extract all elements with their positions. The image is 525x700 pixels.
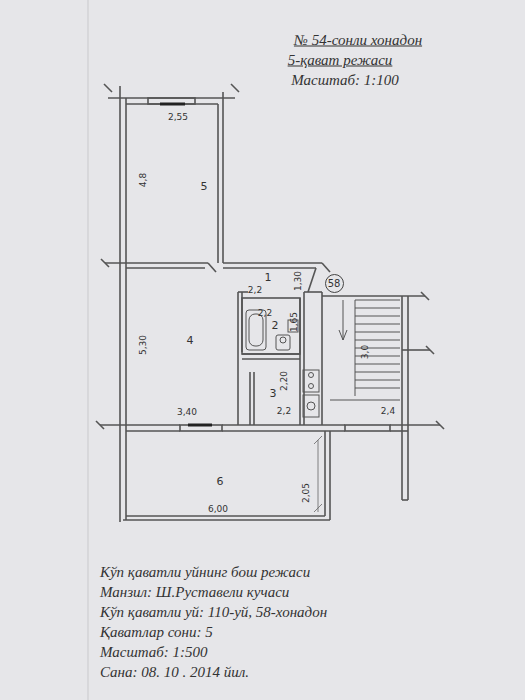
dimension: 1,65 <box>289 312 299 332</box>
document-heading: Кўп қаватли уйнинг бош режаси <box>100 564 310 581</box>
address: Манзил: Ш.Руставели кучаси <box>100 584 289 601</box>
dimension: 2,20 <box>279 371 289 391</box>
floor-label: 5-қават режаси <box>288 52 393 69</box>
stair-step <box>355 332 400 333</box>
dimension: 2,2 <box>248 285 262 295</box>
stair-step <box>355 324 400 325</box>
dimension: 5,30 <box>138 335 148 355</box>
room-number: 6 <box>217 475 224 488</box>
dimension: 4,8 <box>138 173 148 187</box>
dimension: 2,55 <box>168 112 188 122</box>
stair-step <box>355 364 400 365</box>
dimension: 2,2 <box>277 406 291 416</box>
scale-label: Масштаб: 1:500 <box>100 644 208 661</box>
stair-step <box>355 388 400 389</box>
date: Сана: 08. 10 . 2014 йил. <box>100 664 249 681</box>
building-number: Кўп қаватли уй: 110-уй, 58-хонадон <box>100 604 327 621</box>
stair-step <box>355 308 400 309</box>
stair-step <box>355 300 400 301</box>
stair-step <box>355 380 400 381</box>
scale-label: Масштаб: 1:100 <box>291 72 399 89</box>
dimension: 3,0 <box>360 345 370 359</box>
room-number: 4 <box>187 334 194 347</box>
dimension: 2,2 <box>258 308 272 318</box>
stair-step <box>355 340 400 341</box>
room-number: 5 <box>201 180 208 193</box>
room-number: 1 <box>265 271 272 284</box>
dimension: 2,4 <box>381 406 395 416</box>
room-number: 3 <box>270 387 277 400</box>
dimension: 6,00 <box>208 504 228 514</box>
stair-step <box>355 372 400 373</box>
plan-title: № 54-сонли хонадон <box>294 32 422 49</box>
dimension: 2,05 <box>301 483 311 503</box>
dimension: 3,40 <box>177 407 197 417</box>
apartment-number: 58 <box>328 278 341 289</box>
room-number: 2 <box>272 319 279 332</box>
apartment-circle: 58 <box>325 274 344 293</box>
stair-step <box>355 316 400 317</box>
floor-count: Қаватлар сони: 5 <box>100 624 213 641</box>
dimension: 1,30 <box>293 271 303 291</box>
